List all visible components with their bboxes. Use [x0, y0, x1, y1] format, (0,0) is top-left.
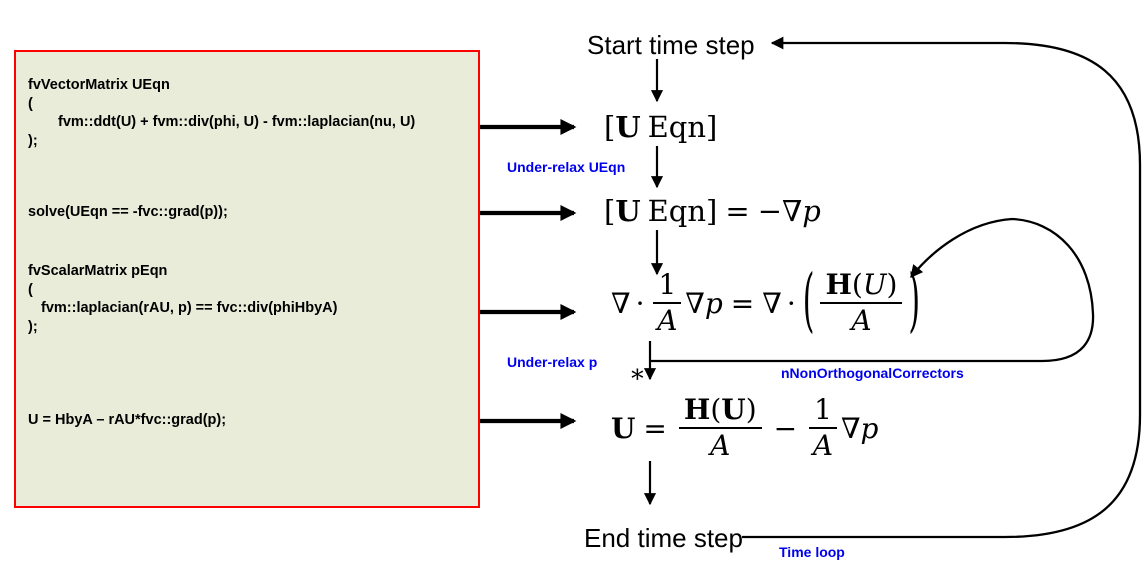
- fraction-HU-over-A: H(U)A: [820, 268, 903, 338]
- code-line: fvm::ddt(U) + fvm::div(phi, U) - fvm::la…: [58, 114, 416, 130]
- non-orthogonal-correctors-loop: [650, 217, 1095, 363]
- denominator: A: [812, 429, 834, 463]
- equals-sign: =: [725, 194, 750, 228]
- cdot: ·: [635, 286, 645, 320]
- code-line: );: [28, 318, 38, 335]
- paren-close: ): [745, 393, 757, 426]
- numerator: H(U): [678, 393, 762, 430]
- u-bold: U: [611, 411, 636, 445]
- code-line: (: [28, 281, 33, 298]
- code-block-ueqn: fvVectorMatrix UEqn ( fvm::ddt(U) + fvm:…: [28, 76, 415, 150]
- code-line: );: [28, 132, 38, 149]
- bracket-close: ]: [706, 194, 718, 228]
- bracket-open: [: [604, 110, 616, 144]
- bracket-open: [: [604, 194, 616, 228]
- nabla: ∇: [840, 411, 861, 445]
- code-line: solve(UEqn == -fvc::grad(p));: [28, 204, 228, 220]
- time-loop-label: Time loop: [779, 544, 845, 560]
- code-box: fvVectorMatrix UEqn ( fvm::ddt(U) + fvm:…: [14, 50, 480, 508]
- denominator: A: [851, 304, 872, 338]
- numerator: 1: [809, 393, 837, 430]
- corrector-star-marker: ∗: [629, 359, 646, 388]
- minus-nabla: −∇: [757, 194, 803, 228]
- p-var: p: [704, 286, 723, 320]
- n-non-orthogonal-correctors-label: nNonOrthogonalCorrectors: [781, 365, 964, 381]
- u-var: U: [862, 268, 887, 301]
- start-time-step-label: Start time step: [587, 30, 755, 60]
- big-paren-open: (: [802, 261, 815, 343]
- under-relax-ueqn-label: Under-relax UEqn: [507, 159, 626, 175]
- cdot: ·: [786, 286, 796, 320]
- numerator: H(U): [820, 268, 903, 305]
- h-bold: H: [683, 393, 711, 426]
- bracket-close: ]: [706, 110, 718, 144]
- code-line: (: [28, 95, 33, 112]
- nabla: ∇: [611, 286, 631, 320]
- time-loop-path: [742, 36, 1142, 539]
- big-paren-close: ): [908, 261, 921, 343]
- equals-sign: =: [730, 286, 755, 320]
- h-bold: H: [825, 268, 852, 301]
- paren-open: (: [710, 393, 722, 426]
- under-relax-p-label: Under-relax p: [507, 354, 598, 370]
- nabla: ∇: [685, 286, 705, 320]
- minus-sign: −: [773, 411, 798, 445]
- u-bold: U: [721, 393, 746, 426]
- code-line: fvScalarMatrix pEqn: [28, 263, 168, 279]
- u-bold: U: [615, 110, 641, 144]
- code-block-solve: solve(UEqn == -fvc::grad(p));: [28, 203, 228, 222]
- denominator: A: [710, 429, 731, 463]
- eqn-word: Eqn: [647, 110, 707, 144]
- code-line: fvm::laplacian(rAU, p) == fvc::div(phiHb…: [41, 300, 338, 316]
- code-block-peqn: fvScalarMatrix pEqn ( fvm::laplacian(rAU…: [28, 262, 337, 336]
- numerator: 1: [653, 268, 682, 305]
- p-var: p: [860, 411, 879, 445]
- nabla: ∇: [762, 286, 782, 320]
- code-line: fvVectorMatrix UEqn: [28, 77, 170, 93]
- code-block-correct: U = HbyA – rAU*fvc::grad(p);: [28, 411, 226, 430]
- p-var: p: [802, 194, 821, 228]
- equals-sign: =: [643, 411, 667, 445]
- paren-close: ): [886, 268, 898, 301]
- end-time-step-label: End time step: [584, 523, 743, 553]
- fraction-HU-over-A: H(U)A: [678, 393, 762, 463]
- denominator: A: [657, 304, 678, 338]
- u-bold: U: [615, 194, 641, 228]
- paren-open: (: [851, 268, 863, 301]
- code-line: U = HbyA – rAU*fvc::grad(p);: [28, 412, 227, 428]
- eqn-word: Eqn: [647, 194, 707, 228]
